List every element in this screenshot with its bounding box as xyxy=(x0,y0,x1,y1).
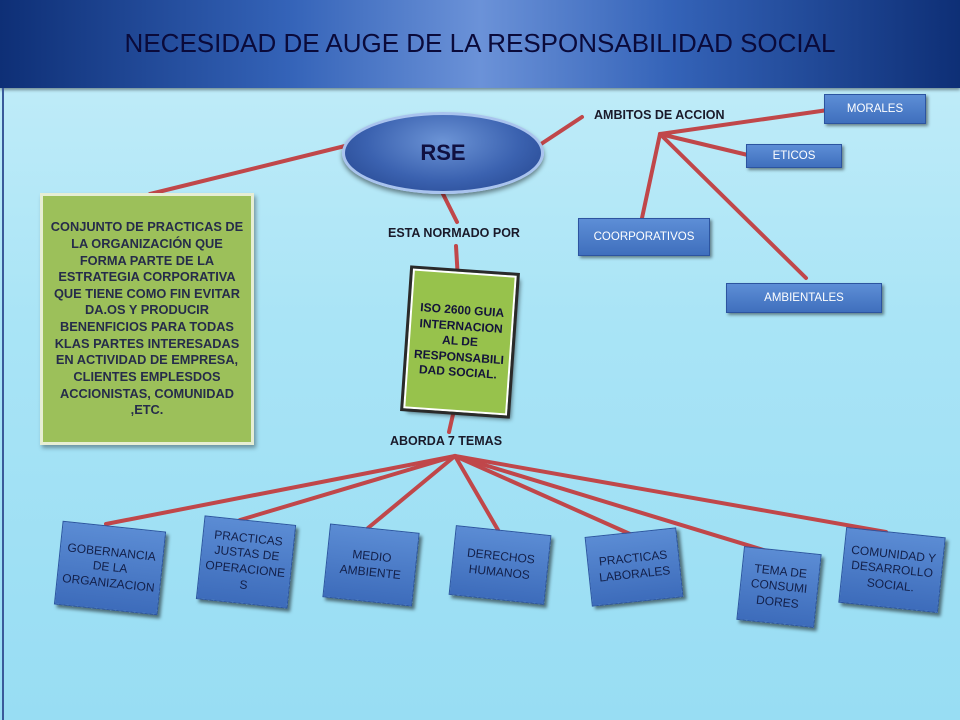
slide-title: NECESIDAD DE AUGE DE LA RESPONSABILIDAD … xyxy=(124,28,836,58)
connector-rse-definition xyxy=(148,144,347,196)
ambito-ambientales: AMBIENTALES xyxy=(726,283,882,313)
connector-ambitos-eticos xyxy=(658,132,754,158)
connector-ambitos-morales xyxy=(658,108,830,136)
ambitos-label: AMBITOS DE ACCION xyxy=(594,108,725,122)
definition-box: CONJUNTO DE PRACTICAS DE LA ORGANIZACIÓN… xyxy=(40,193,254,445)
iso-norm-box: ISO 2600 GUIA INTERNACION AL DE RESPONSA… xyxy=(399,265,521,419)
aborda-label: ABORDA 7 TEMAS xyxy=(390,434,503,448)
title-bar: NECESIDAD DE AUGE DE LA RESPONSABILIDAD … xyxy=(0,0,960,88)
connector-tema-7 xyxy=(453,454,888,534)
rse-node: RSE xyxy=(342,112,544,194)
normado-label: ESTA NORMADO POR xyxy=(388,226,520,240)
connector-tema-3 xyxy=(366,454,457,530)
slide-frame xyxy=(2,88,4,720)
connector-ambitos-coorporativos xyxy=(640,132,662,220)
connector-ambitos-ambientales xyxy=(658,132,808,280)
connector-tema-5 xyxy=(453,454,632,536)
tema-derechos-humanos: DERECHOS HUMANOS xyxy=(448,525,552,605)
ambito-eticos: ETICOS xyxy=(746,144,842,168)
tema-comunidad: COMUNIDAD Y DESARROLLO SOCIAL. xyxy=(838,526,946,614)
tema-practicas-justas: PRACTICAS JUSTAS DE OPERACIONE S xyxy=(195,515,297,609)
ambito-morales: MORALES xyxy=(824,94,926,124)
connector-rse-ambitos xyxy=(536,115,584,148)
ambito-coorporativos: COORPORATIVOS xyxy=(578,218,710,256)
connector-tema-1 xyxy=(104,454,457,526)
connector-iso-aborda xyxy=(447,408,456,434)
connector-tema-6 xyxy=(453,454,772,554)
tema-practicas-laborales: PRACTICAS LABORALES xyxy=(584,527,684,607)
tema-consumidores: TEMA DE CONSUMI DORES xyxy=(736,546,822,628)
tema-medio-ambiente: MEDIO AMBIENTE xyxy=(322,523,420,607)
connector-tema-2 xyxy=(238,454,457,522)
tema-gobernancia: GOBERNANCIA DE LA ORGANIZACION xyxy=(53,520,167,616)
connector-tema-4 xyxy=(453,454,500,532)
